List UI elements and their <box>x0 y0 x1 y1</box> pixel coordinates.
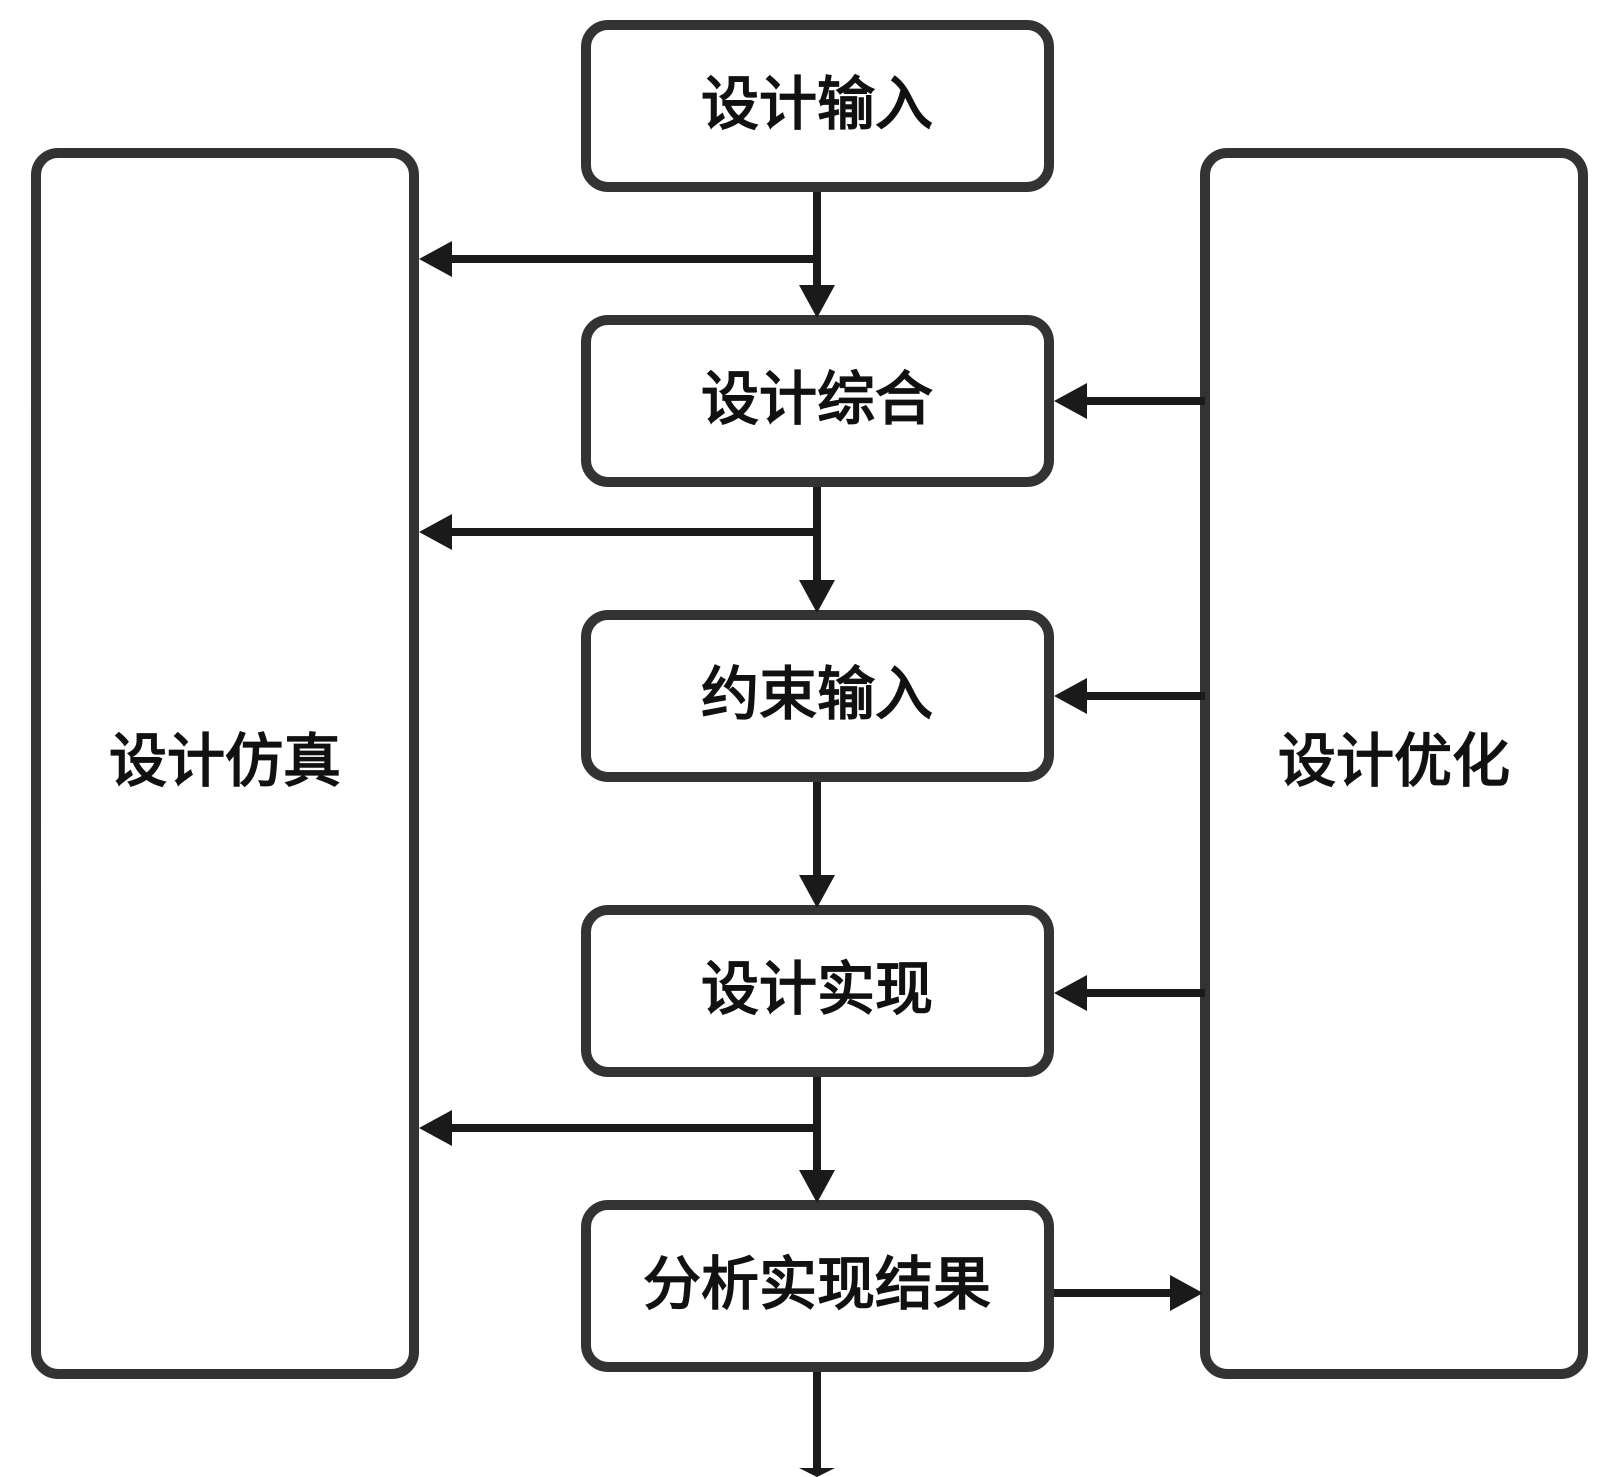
design-simulation-label: 设计仿真 <box>109 727 341 795</box>
design-input-node: 设计输入 <box>581 20 1054 192</box>
arrow-input-to-synthesis <box>799 192 835 318</box>
constraint-input-box <box>581 610 1054 782</box>
arrow-to-simulation-1 <box>419 241 817 277</box>
design-optimization-box <box>1200 148 1588 1379</box>
arrow-to-simulation-3 <box>419 1110 817 1146</box>
design-optimization-label: 设计优化 <box>1278 727 1510 795</box>
arrow-optimization-to-constraint <box>1054 678 1205 714</box>
arrow-to-simulation-2 <box>419 514 817 550</box>
design-simulation-box <box>31 148 419 1379</box>
analyze-results-node: 分析实现结果 <box>581 1200 1054 1372</box>
design-input-box <box>581 20 1054 192</box>
design-implementation-label: 设计实现 <box>701 955 933 1023</box>
design-synthesis-label: 设计综合 <box>701 365 933 433</box>
analyze-results-label: 分析实现结果 <box>643 1250 991 1318</box>
arrow-implementation-to-analysis <box>799 1077 835 1203</box>
design-implementation-node: 设计实现 <box>581 905 1054 1077</box>
analyze-results-box <box>581 1200 1054 1372</box>
arrow-optimization-to-synthesis <box>1054 383 1205 419</box>
constraint-input-label: 约束输入 <box>701 660 933 728</box>
design-synthesis-node: 设计综合 <box>581 315 1054 487</box>
design-synthesis-box <box>581 315 1054 487</box>
arrow-optimization-to-implementation <box>1054 975 1205 1011</box>
design-optimization-node: 设计优化 <box>1200 148 1588 1379</box>
arrow-analysis-output <box>799 1372 835 1477</box>
arrow-synthesis-to-constraint <box>799 487 835 613</box>
arrow-analysis-to-optimization <box>1054 1275 1203 1311</box>
design-implementation-box <box>581 905 1054 1077</box>
arrow-constraint-to-implementation <box>799 782 835 908</box>
constraint-input-node: 约束输入 <box>581 610 1054 782</box>
design-simulation-node: 设计仿真 <box>31 148 419 1379</box>
design-input-label: 设计输入 <box>701 70 933 138</box>
